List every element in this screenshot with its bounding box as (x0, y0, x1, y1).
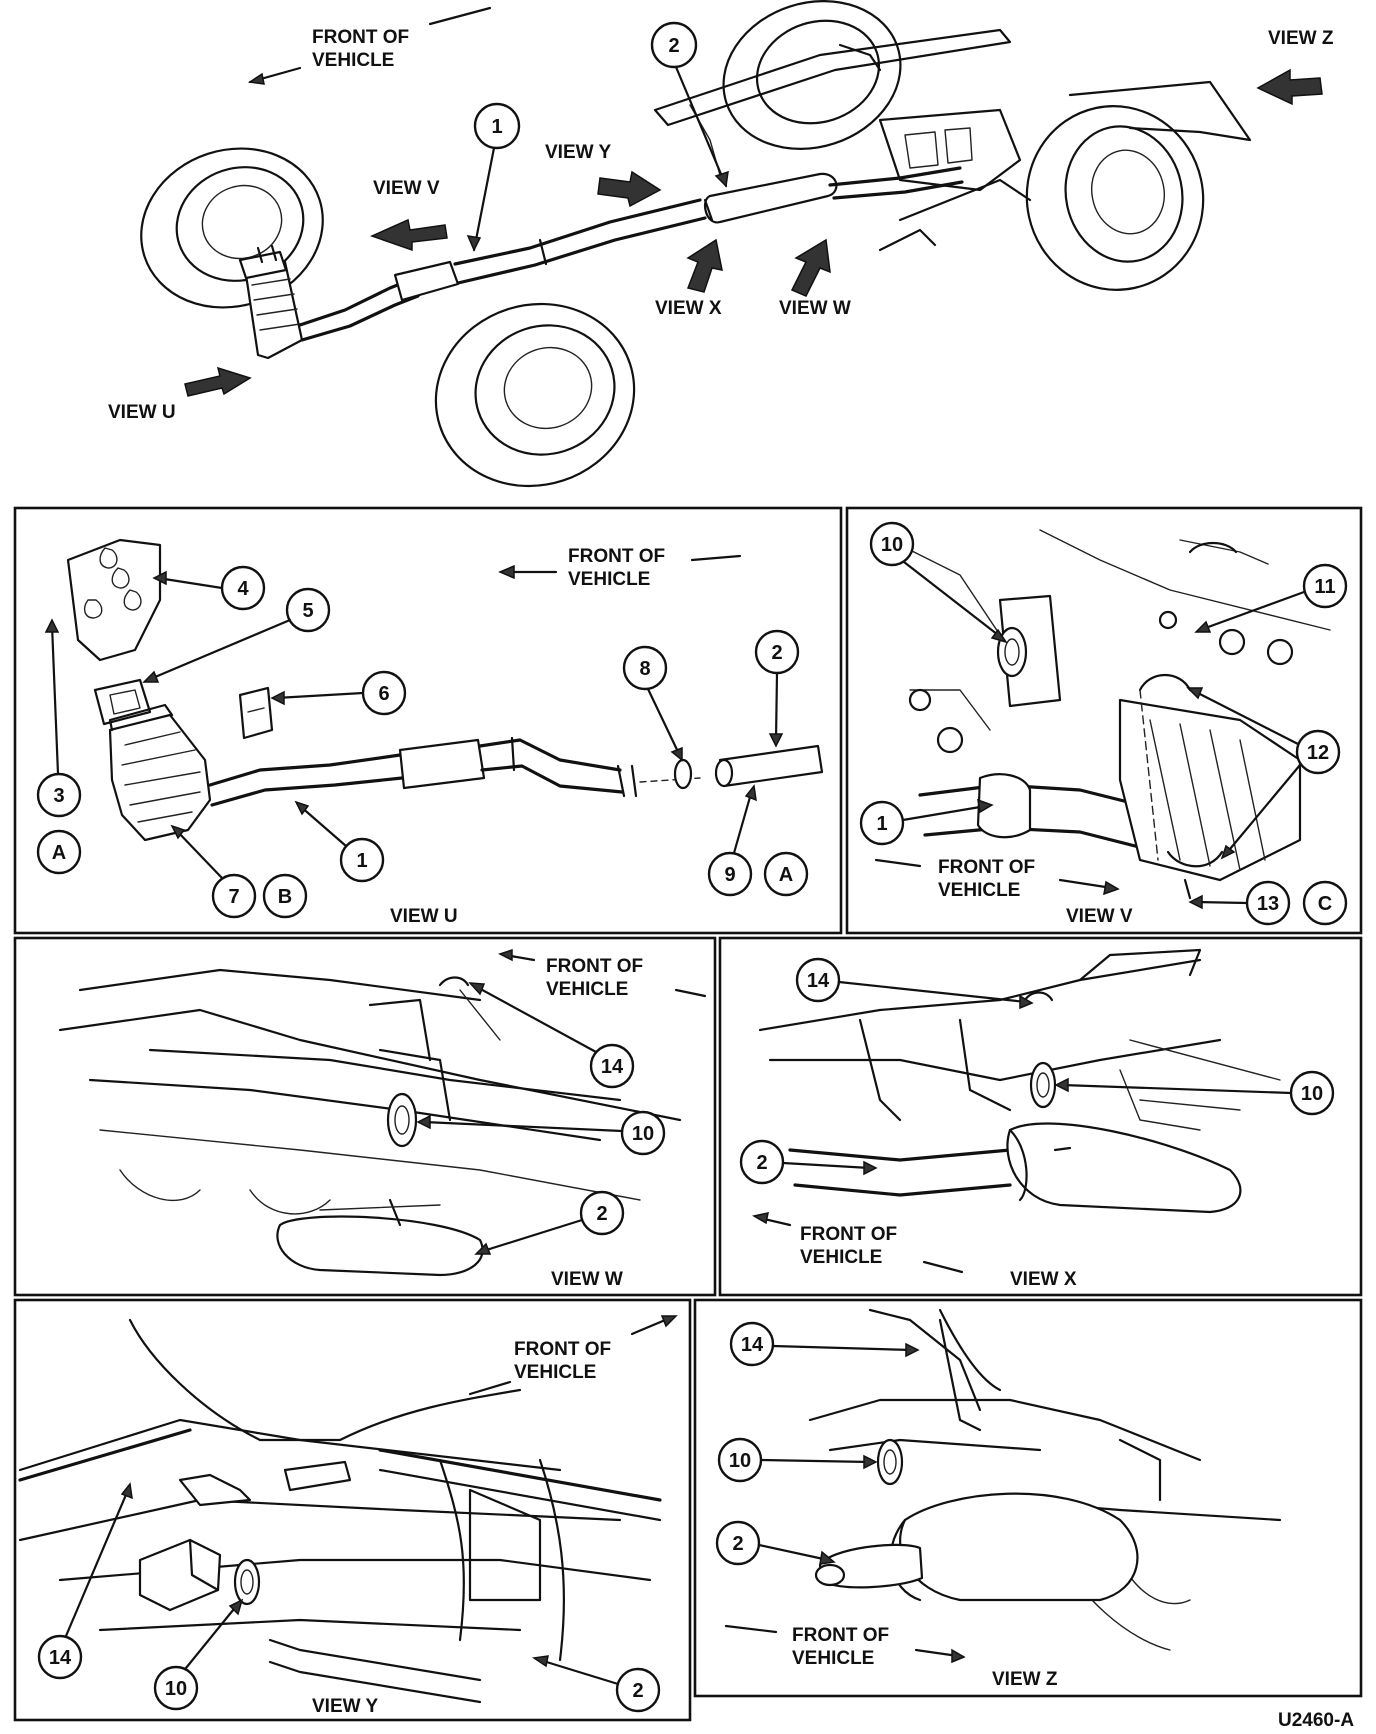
panel-x-title: VIEW X (1010, 1269, 1077, 1290)
view-v-arrow (369, 218, 448, 252)
panel-view-x: VIEW X FRONT OF VEHICLE (718, 936, 1363, 1297)
panel-view-w: VIEW W FRONT OF VEHICLE (13, 936, 717, 1297)
view-w-arrow (790, 238, 831, 297)
panel-u-callout-2: 2 (771, 642, 782, 664)
view-z-arrow (1256, 68, 1323, 106)
bracket (238, 686, 274, 740)
panel-w-title: VIEW W (551, 1269, 623, 1290)
panel-v-callout-12: 12 (1307, 742, 1329, 764)
panel-x-front-line2: VEHICLE (800, 1247, 882, 1268)
panel-z-front-line1: FRONT OF (792, 1625, 889, 1646)
panel-u-callout-a1: A (52, 842, 66, 864)
wheel-rear-left (722, 0, 902, 151)
panel-u-callout-1: 1 (356, 850, 367, 872)
wheel-rear-right (1025, 105, 1205, 291)
wheel-front-right (434, 302, 636, 488)
panel-u-callout-7: 7 (228, 886, 239, 908)
panel-w-callout-14: 14 (601, 1056, 624, 1078)
panel-u-callout-3: 3 (53, 785, 64, 807)
svg-text:1: 1 (491, 116, 502, 138)
panel-y-callout-14: 14 (49, 1647, 72, 1669)
panel-w-front-line1: FRONT OF (546, 956, 643, 977)
view-z-label: VIEW Z (1268, 28, 1334, 49)
exhaust-pipe-overview (298, 166, 964, 342)
panel-x-front-line1: FRONT OF (800, 1224, 897, 1245)
panel-u-exhaust-pipe (208, 736, 701, 807)
svg-text:2: 2 (668, 35, 679, 57)
panel-y-title: VIEW Y (312, 1696, 378, 1717)
panel-w-front-line2: VEHICLE (546, 979, 628, 1000)
panel-x-callout-14: 14 (807, 970, 830, 992)
panel-u-title: VIEW U (390, 906, 458, 927)
panel-z-callout-10: 10 (729, 1450, 751, 1472)
view-y-arrow (597, 170, 662, 208)
panel-u-callout-9: 9 (724, 864, 735, 886)
seal (673, 758, 693, 790)
panel-z-title: VIEW Z (992, 1669, 1058, 1690)
overview-front-label-line1: FRONT OF (312, 27, 409, 48)
catalytic-converter (238, 244, 304, 360)
panel-z-hanger-isolator (876, 1438, 904, 1486)
overview-callout-1: 1 (466, 102, 521, 252)
panel-v-callout-1: 1 (876, 813, 887, 835)
panel-v-callout-13: 13 (1257, 893, 1279, 915)
panel-y-callout-2: 2 (632, 1680, 643, 1702)
panel-w-muffler (276, 1198, 484, 1277)
view-w-label: VIEW W (779, 298, 851, 319)
panel-view-y: VIEW Y FRONT OF VEHICLE (13, 1298, 692, 1722)
panel-u-callout-b: B (278, 886, 292, 908)
panel-y-front-line2: VEHICLE (514, 1362, 596, 1383)
view-x-arrow (686, 238, 723, 293)
panel-w-hanger-isolator (386, 1092, 418, 1148)
panel-u-callout-6: 6 (378, 683, 389, 705)
panel-u-front-line1: FRONT OF (568, 546, 665, 567)
panel-x-callout-10: 10 (1301, 1083, 1323, 1105)
panel-view-v: VIEW V FRONT OF VEHICLE (845, 506, 1363, 935)
overview-callout-2: 2 (650, 21, 729, 188)
panel-w-callout-10: 10 (632, 1123, 654, 1145)
panel-y-callout-10: 10 (165, 1678, 187, 1700)
exhaust-manifold (66, 538, 162, 662)
panel-z-front-line2: VEHICLE (792, 1648, 874, 1669)
view-y-label: VIEW Y (545, 142, 611, 163)
view-v-label: VIEW V (373, 178, 440, 199)
panel-v-callout-11: 11 (1314, 576, 1335, 598)
panel-u-callout-8: 8 (639, 658, 650, 680)
overview-front-label-line2: VEHICLE (312, 50, 394, 71)
panel-z-muffler (814, 1492, 1139, 1602)
panel-v-callout-10: 10 (881, 534, 903, 556)
panel-u-callout-4: 4 (237, 578, 249, 600)
panel-w-callout-2: 2 (596, 1203, 607, 1225)
panel-u-front-line2: VEHICLE (568, 569, 650, 590)
panel-x-muffler (788, 1069, 1242, 1214)
view-u-arrow (184, 366, 252, 397)
view-u-label: VIEW U (108, 402, 176, 423)
view-arrows: VIEW U VIEW V VIEW Y VIEW X VIEW W VIEW … (108, 28, 1334, 423)
panel-z-callout-2: 2 (732, 1533, 743, 1555)
resonator-pipe (718, 744, 824, 788)
panel-u-callout-a2: A (779, 864, 793, 886)
wheel-front-left (140, 147, 324, 309)
panel-view-z: VIEW Z FRONT OF VEHICLE 14 (693, 1298, 1363, 1698)
panel-y-front-line1: FRONT OF (514, 1339, 611, 1360)
panel-y-hanger-isolator (233, 1558, 261, 1606)
figure-id: U2460-A (1278, 1710, 1354, 1731)
panel-v-title: VIEW V (1066, 906, 1133, 927)
panel-view-u: VIEW U FRONT OF VEHICLE (13, 506, 843, 935)
panel-v-callout-c: C (1318, 893, 1332, 915)
panel-y-bracket (138, 1538, 222, 1612)
panel-v-front-line1: FRONT OF (938, 857, 1035, 878)
overview-illustration: FRONT OF VEHICLE (108, 0, 1334, 488)
panel-v-front-line2: VEHICLE (938, 880, 1020, 901)
panel-u-callout-5: 5 (302, 600, 313, 622)
panel-u-catalytic-converter (108, 703, 212, 842)
panel-x-hanger-isolator (1029, 1061, 1057, 1109)
panel-x-callout-2: 2 (756, 1152, 767, 1174)
view-x-label: VIEW X (655, 298, 722, 319)
panel-z-callout-14: 14 (741, 1334, 764, 1356)
